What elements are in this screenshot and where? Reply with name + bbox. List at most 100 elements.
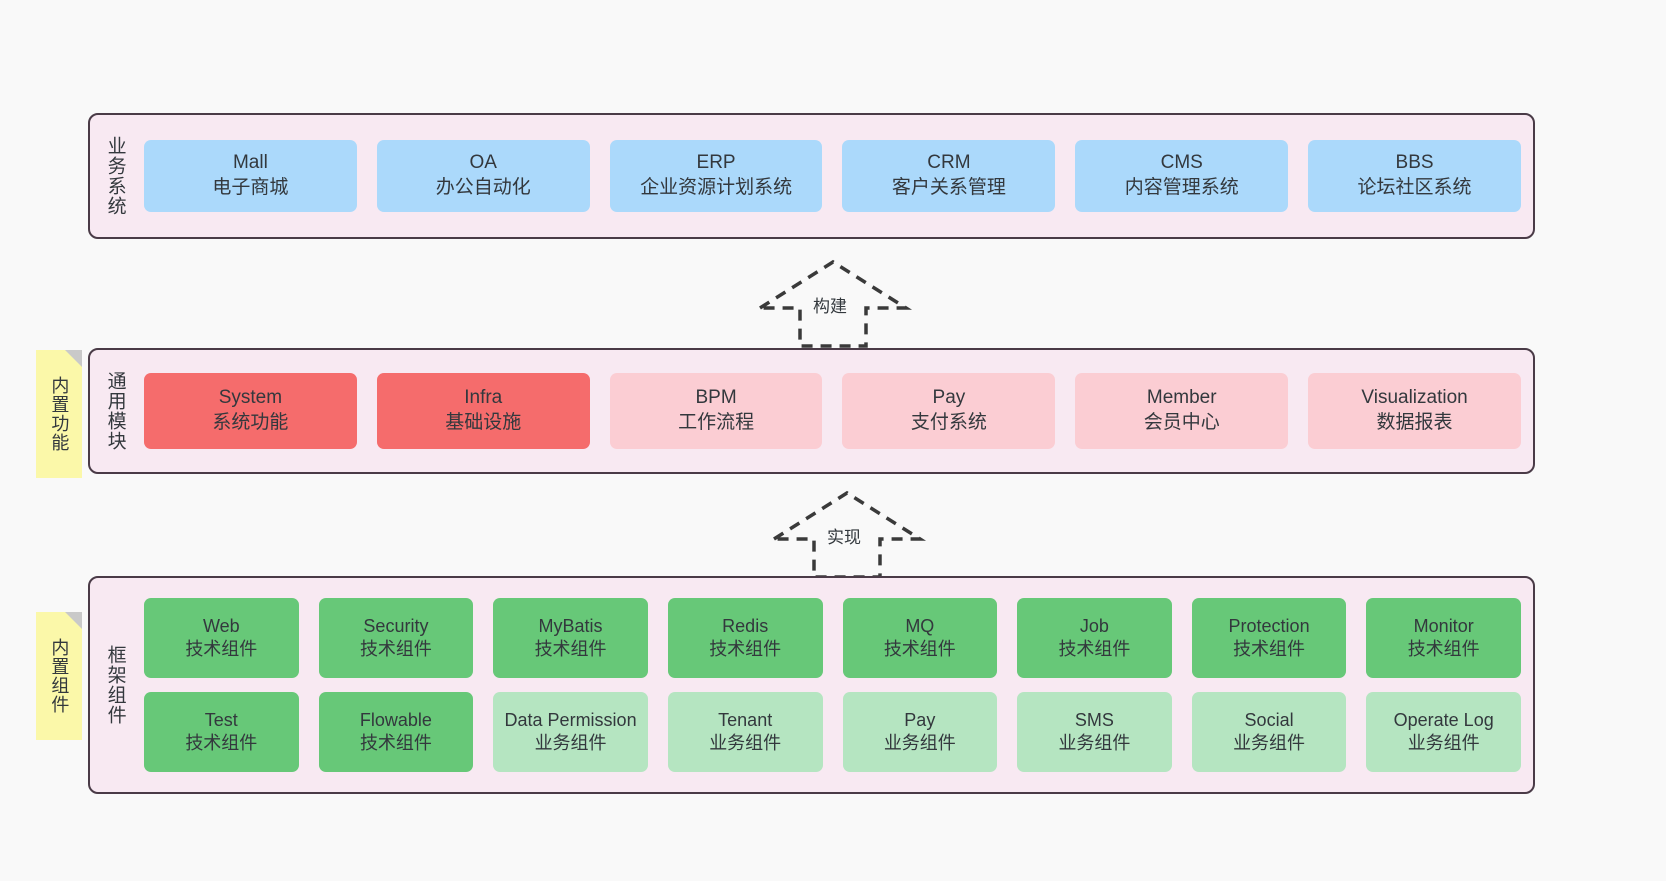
card-mybatis[interactable]: MyBatis 技术组件: [493, 598, 648, 678]
card-oa-en: OA: [469, 152, 497, 174]
card-mall-cn: 电子商城: [212, 177, 289, 198]
card-infra-en: Infra: [464, 387, 503, 409]
layer-framework-components: 框架组件 Web 技术组件 Security 技术组件 MyBatis 技术组件…: [88, 576, 1535, 794]
card-bbs[interactable]: BBS 论坛社区系统: [1308, 140, 1521, 212]
card-test-en: Test: [204, 709, 238, 730]
note-fold-icon: [65, 350, 82, 367]
card-job[interactable]: Job 技术组件: [1017, 598, 1172, 678]
connector-build-arrow-icon: [753, 259, 913, 348]
card-web[interactable]: Web 技术组件: [144, 598, 299, 678]
card-security-en: Security: [363, 615, 429, 636]
card-sms-en: SMS: [1074, 709, 1114, 730]
connector-build: 构建: [748, 256, 918, 348]
card-redis[interactable]: Redis 技术组件: [667, 598, 823, 678]
card-web-cn: 技术组件: [185, 639, 258, 659]
card-job-cn: 技术组件: [1058, 639, 1131, 659]
card-tenant-cn: 业务组件: [709, 733, 782, 753]
card-pay-component[interactable]: Pay 业务组件: [842, 692, 998, 772]
business-cards-row: Mall 电子商城 OA 办公自动化 ERP 企业资源计划系统 CRM 客户关系…: [144, 140, 1521, 212]
card-protection-cn: 技术组件: [1233, 639, 1306, 659]
card-mq-en: MQ: [905, 615, 935, 636]
card-infra-cn: 基础设施: [445, 412, 522, 433]
note-builtin-features: 内置功能: [36, 350, 82, 478]
layer-common-modules: 通用模块 System 系统功能 Infra 基础设施 BPM 工作流程 Pay…: [88, 348, 1535, 474]
card-member[interactable]: Member 会员中心: [1075, 373, 1289, 449]
card-mall-en: Mall: [232, 152, 268, 174]
card-redis-cn: 技术组件: [709, 639, 782, 659]
card-test[interactable]: Test 技术组件: [144, 692, 299, 772]
card-operate-log[interactable]: Operate Log 业务组件: [1366, 692, 1521, 772]
common-cards-row: System 系统功能 Infra 基础设施 BPM 工作流程 Pay 支付系统…: [144, 373, 1521, 449]
card-erp-cn: 企业资源计划系统: [640, 177, 793, 198]
card-bbs-en: BBS: [1395, 152, 1434, 174]
connector-implement: 实现: [762, 487, 932, 579]
card-pay-component-cn: 业务组件: [883, 733, 956, 753]
note-fold-icon: [65, 612, 82, 629]
card-pay-component-en: Pay: [904, 709, 936, 730]
card-monitor-en: Monitor: [1413, 615, 1474, 636]
card-bpm[interactable]: BPM 工作流程: [609, 373, 823, 449]
card-cms[interactable]: CMS 内容管理系统: [1075, 140, 1289, 212]
note-builtin-components-label: 内置组件: [49, 638, 70, 714]
card-flowable[interactable]: Flowable 技术组件: [318, 692, 474, 772]
card-pay-module-en: Pay: [932, 387, 966, 409]
card-tenant[interactable]: Tenant 业务组件: [667, 692, 823, 772]
card-visualization[interactable]: Visualization 数据报表: [1308, 373, 1521, 449]
card-mybatis-en: MyBatis: [538, 615, 603, 636]
layer-common-modules-label: 通用模块: [104, 371, 126, 451]
card-security-cn: 技术组件: [359, 639, 432, 659]
card-bpm-cn: 工作流程: [678, 412, 755, 433]
card-web-en: Web: [202, 615, 240, 636]
layer-business-systems-body: Mall 电子商城 OA 办公自动化 ERP 企业资源计划系统 CRM 客户关系…: [140, 115, 1533, 237]
card-data-permission[interactable]: Data Permission 业务组件: [493, 692, 648, 772]
card-security[interactable]: Security 技术组件: [318, 598, 474, 678]
card-sms-cn: 业务组件: [1058, 733, 1131, 753]
card-data-permission-en: Data Permission: [504, 709, 637, 730]
card-operate-log-cn: 业务组件: [1407, 733, 1480, 753]
card-tenant-en: Tenant: [718, 709, 773, 730]
card-visualization-cn: 数据报表: [1376, 412, 1453, 433]
card-visualization-en: Visualization: [1361, 387, 1468, 409]
card-bbs-cn: 论坛社区系统: [1357, 177, 1472, 198]
card-mq[interactable]: MQ 技术组件: [842, 598, 998, 678]
card-social-cn: 业务组件: [1233, 733, 1306, 753]
card-monitor-cn: 技术组件: [1407, 639, 1480, 659]
card-sms[interactable]: SMS 业务组件: [1017, 692, 1172, 772]
card-flowable-cn: 技术组件: [359, 733, 432, 753]
card-crm[interactable]: CRM 客户关系管理: [842, 140, 1056, 212]
card-pay-module-cn: 支付系统: [910, 412, 987, 433]
connector-implement-arrow-icon: [767, 490, 927, 579]
card-system-en: System: [218, 387, 283, 409]
note-builtin-components: 内置组件: [36, 612, 82, 740]
card-crm-cn: 客户关系管理: [891, 177, 1006, 198]
card-infra[interactable]: Infra 基础设施: [376, 373, 590, 449]
card-mall[interactable]: Mall 电子商城: [144, 140, 357, 212]
card-mybatis-cn: 技术组件: [534, 639, 607, 659]
card-oa[interactable]: OA 办公自动化: [376, 140, 590, 212]
card-protection-en: Protection: [1228, 615, 1310, 636]
card-operate-log-en: Operate Log: [1393, 709, 1494, 730]
card-data-permission-cn: 业务组件: [534, 733, 607, 753]
card-social[interactable]: Social 业务组件: [1191, 692, 1347, 772]
connector-build-label: 构建: [810, 292, 850, 317]
card-flowable-en: Flowable: [359, 709, 432, 730]
card-erp[interactable]: ERP 企业资源计划系统: [609, 140, 823, 212]
layer-framework-components-body: Web 技术组件 Security 技术组件 MyBatis 技术组件 Redi…: [140, 578, 1533, 792]
card-system-cn: 系统功能: [212, 412, 289, 433]
card-cms-cn: 内容管理系统: [1124, 177, 1239, 198]
card-social-en: Social: [1244, 709, 1294, 730]
layer-business-systems: 业务系统 Mall 电子商城 OA 办公自动化 ERP 企业资源计划系统 CRM…: [88, 113, 1535, 239]
card-cms-en: CMS: [1160, 152, 1203, 174]
connector-implement-label: 实现: [824, 523, 864, 548]
framework-business-row: Test 技术组件 Flowable 技术组件 Data Permission …: [144, 692, 1521, 772]
card-job-en: Job: [1079, 615, 1109, 636]
card-bpm-en: BPM: [695, 387, 737, 409]
card-protection[interactable]: Protection 技术组件: [1191, 598, 1347, 678]
card-pay-module[interactable]: Pay 支付系统: [842, 373, 1056, 449]
framework-tech-row: Web 技术组件 Security 技术组件 MyBatis 技术组件 Redi…: [144, 598, 1521, 678]
card-erp-en: ERP: [696, 152, 736, 174]
card-monitor[interactable]: Monitor 技术组件: [1366, 598, 1521, 678]
card-system[interactable]: System 系统功能: [144, 373, 357, 449]
card-redis-en: Redis: [722, 615, 769, 636]
